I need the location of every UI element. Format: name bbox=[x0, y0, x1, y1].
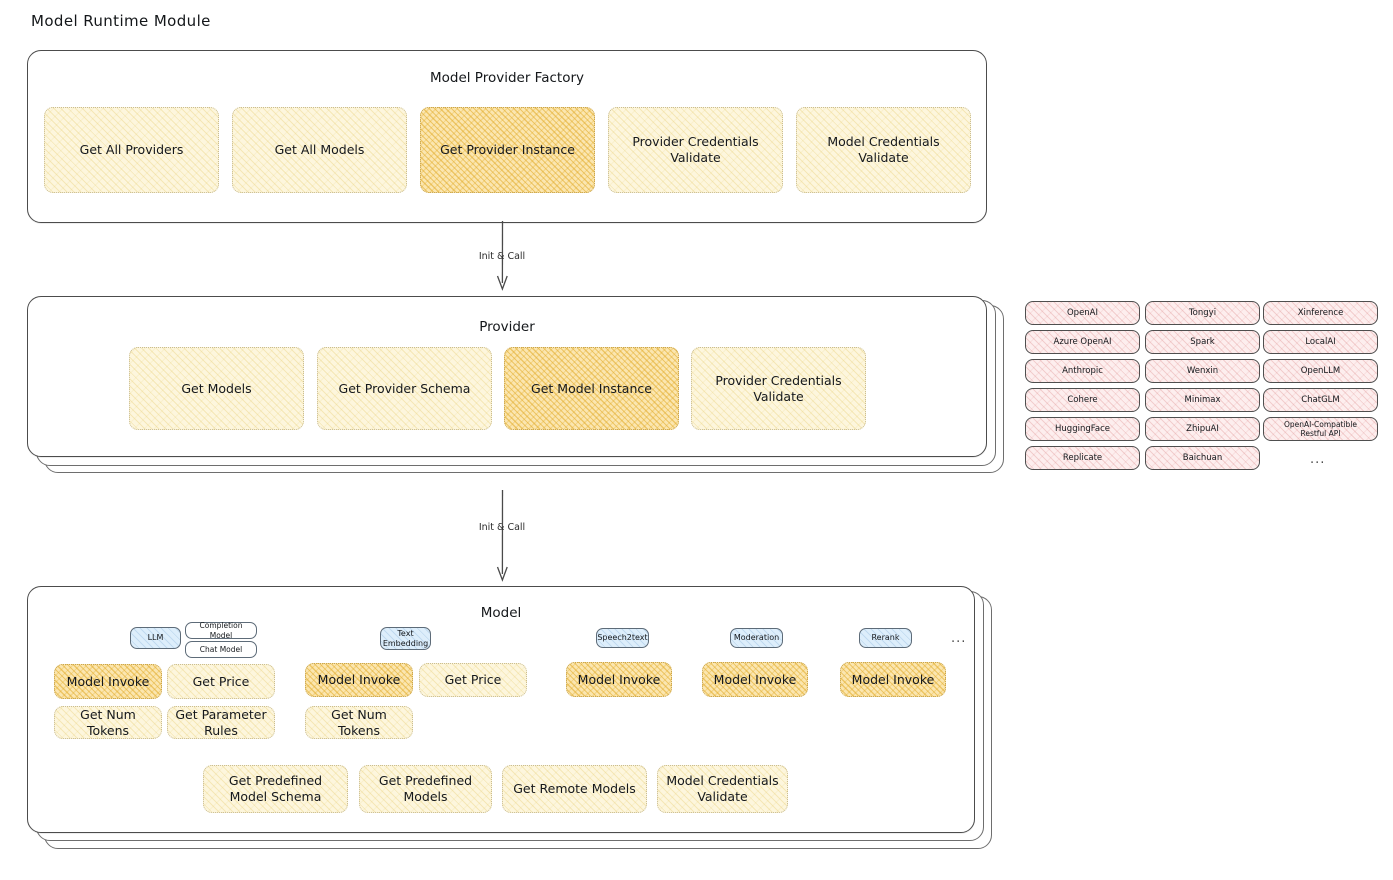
provider-chip-tongyi[interactable]: Tongyi bbox=[1145, 301, 1260, 325]
node-get-models[interactable]: Get Models bbox=[129, 347, 304, 430]
node-get-all-models[interactable]: Get All Models bbox=[232, 107, 407, 193]
model-subbadge-completion-model[interactable]: Completion Model bbox=[185, 621, 257, 640]
arrow-2-icon bbox=[496, 489, 508, 582]
provider-chip-chatglm[interactable]: ChatGLM bbox=[1263, 388, 1378, 412]
node-get-remote-models[interactable]: Get Remote Models bbox=[502, 765, 647, 813]
provider-chip-openllm[interactable]: OpenLLM bbox=[1263, 359, 1378, 383]
node-llm-model-invoke[interactable]: Model Invoke bbox=[54, 664, 162, 699]
provider-chip-wenxin[interactable]: Wenxin bbox=[1145, 359, 1260, 383]
model-subbadge-chat-model[interactable]: Chat Model bbox=[185, 641, 257, 658]
provider-chip-openai-compatible[interactable]: OpenAI-Compatible Restful API bbox=[1263, 417, 1378, 441]
node-get-provider-schema[interactable]: Get Provider Schema bbox=[317, 347, 492, 430]
page-title: Model Runtime Module bbox=[31, 12, 211, 30]
provider-chip-replicate[interactable]: Replicate bbox=[1025, 446, 1140, 470]
node-model-credentials-validate[interactable]: Model Credentials Validate bbox=[796, 107, 971, 193]
node-moderation-model-invoke[interactable]: Model Invoke bbox=[702, 662, 808, 697]
node-speech2text-model-invoke[interactable]: Model Invoke bbox=[566, 662, 672, 697]
node-provider-credentials-validate-2[interactable]: Provider Credentials Validate bbox=[691, 347, 866, 430]
provider-chip-baichuan[interactable]: Baichuan bbox=[1145, 446, 1260, 470]
provider-chip-cohere[interactable]: Cohere bbox=[1025, 388, 1140, 412]
model-types-ellipsis: ... bbox=[951, 631, 967, 646]
model-title: Model bbox=[480, 605, 522, 621]
node-model-credentials-validate-2[interactable]: Model Credentials Validate bbox=[657, 765, 788, 813]
node-get-model-instance[interactable]: Get Model Instance bbox=[504, 347, 679, 430]
model-type-badge-text-embedding[interactable]: Text Embedding bbox=[380, 627, 431, 650]
provider-chip-xinference[interactable]: Xinference bbox=[1263, 301, 1378, 325]
provider-chip-openai[interactable]: OpenAI bbox=[1025, 301, 1140, 325]
arrow-1-label: Init & Call bbox=[478, 251, 526, 262]
node-llm-get-price[interactable]: Get Price bbox=[167, 664, 275, 699]
provider-chip-minimax[interactable]: Minimax bbox=[1145, 388, 1260, 412]
factory-title: Model Provider Factory bbox=[429, 70, 584, 86]
provider-chip-azure-openai[interactable]: Azure OpenAI bbox=[1025, 330, 1140, 354]
model-type-badge-rerank[interactable]: Rerank bbox=[859, 628, 912, 648]
node-get-predefined-model-schema[interactable]: Get Predefined Model Schema bbox=[203, 765, 348, 813]
provider-chip-anthropic[interactable]: Anthropic bbox=[1025, 359, 1140, 383]
provider-chip-zhipuai[interactable]: ZhipuAI bbox=[1145, 417, 1260, 441]
provider-chip-huggingface[interactable]: HuggingFace bbox=[1025, 417, 1140, 441]
node-embedding-get-num-tokens[interactable]: Get Num Tokens bbox=[305, 706, 413, 739]
node-get-predefined-models[interactable]: Get Predefined Models bbox=[359, 765, 492, 813]
node-llm-get-parameter-rules[interactable]: Get Parameter Rules bbox=[167, 706, 275, 739]
model-type-badge-speech2text[interactable]: Speech2text bbox=[596, 628, 649, 648]
arrow-provider-to-model: Init & Call bbox=[477, 489, 537, 585]
node-rerank-model-invoke[interactable]: Model Invoke bbox=[840, 662, 946, 697]
model-type-badge-moderation[interactable]: Moderation bbox=[730, 628, 783, 648]
arrow-1-icon bbox=[496, 220, 508, 291]
model-type-badge-llm[interactable]: LLM bbox=[130, 627, 181, 649]
node-get-provider-instance[interactable]: Get Provider Instance bbox=[420, 107, 595, 193]
arrow-factory-to-provider: Init & Call bbox=[477, 220, 537, 293]
provider-chip-spark[interactable]: Spark bbox=[1145, 330, 1260, 354]
node-llm-get-num-tokens[interactable]: Get Num Tokens bbox=[54, 706, 162, 739]
provider-title: Provider bbox=[479, 319, 535, 335]
arrow-2-label: Init & Call bbox=[478, 522, 526, 533]
node-embedding-get-price[interactable]: Get Price bbox=[419, 663, 527, 697]
provider-chip-localai[interactable]: LocalAI bbox=[1263, 330, 1378, 354]
node-provider-credentials-validate[interactable]: Provider Credentials Validate bbox=[608, 107, 783, 193]
node-embedding-model-invoke[interactable]: Model Invoke bbox=[305, 663, 413, 697]
provider-list-ellipsis: ... bbox=[1310, 452, 1326, 467]
node-get-all-providers[interactable]: Get All Providers bbox=[44, 107, 219, 193]
